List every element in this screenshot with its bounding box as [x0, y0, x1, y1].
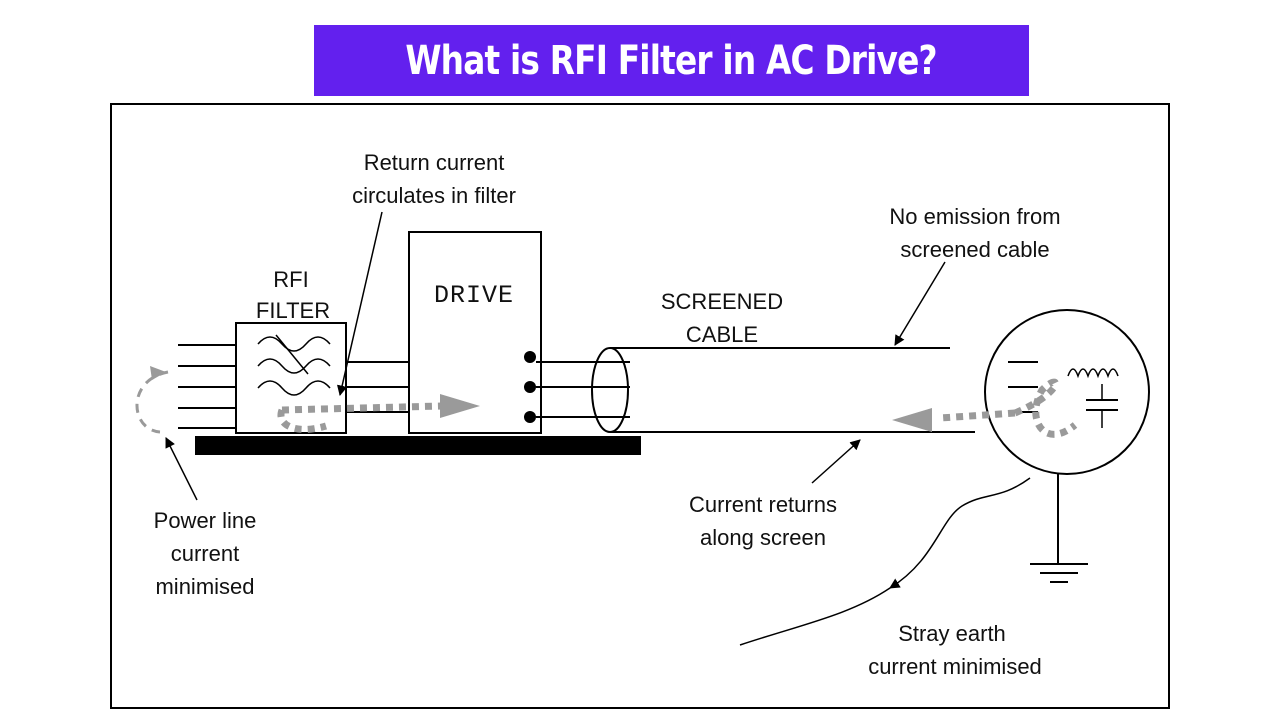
return-current-label-2: circulates in filter — [352, 183, 516, 208]
motor-current-loop — [1013, 378, 1078, 438]
screened-label: SCREENED — [661, 289, 783, 314]
leader-lines — [165, 211, 1031, 646]
page-title: What is RFI Filter in AC Drive? — [405, 37, 938, 84]
drive-terminal-2 — [524, 381, 536, 393]
current-returns-leader — [811, 439, 861, 484]
return-current-label-1: Return current — [364, 150, 505, 175]
screened-cable — [591, 347, 975, 433]
filter-wave-2 — [257, 358, 331, 374]
no-emission-label-1: No emission from — [889, 204, 1060, 229]
filter-return-loop — [277, 408, 328, 433]
drive-output-lines — [536, 361, 630, 418]
ground-plate — [195, 436, 641, 455]
no-emission-label-2: screened cable — [900, 237, 1049, 262]
rfi-label: RFI — [273, 267, 308, 292]
power-line-leader — [165, 437, 198, 501]
drive-terminal-3 — [524, 411, 536, 423]
filter-current-path — [281, 402, 443, 414]
power-input-lines — [178, 344, 236, 429]
rfi-filter-box — [235, 322, 347, 434]
filter-wave-3 — [257, 380, 331, 396]
current-returns-label-2: along screen — [700, 525, 826, 550]
motor — [984, 309, 1150, 475]
drive-terminal-1 — [524, 351, 536, 363]
filter-label: FILTER — [256, 298, 330, 323]
screen-current-arrow — [892, 408, 932, 432]
power-line-loop — [135, 370, 169, 434]
power-loop-arrowhead — [150, 366, 166, 380]
stray-earth-leader — [889, 477, 1031, 589]
drive-current-arrow — [440, 394, 480, 418]
power-line-label-1: Power line — [154, 508, 257, 533]
title-banner: What is RFI Filter in AC Drive? — [314, 25, 1029, 96]
no-emission-leader — [894, 261, 946, 346]
earth-ground-icon — [1030, 474, 1088, 583]
filter-wave-1 — [257, 336, 331, 352]
power-line-label-3: minimised — [155, 574, 254, 599]
stray-earth-label-1: Stray earth — [898, 621, 1006, 646]
power-line-label-2: current — [171, 541, 239, 566]
stray-earth-tail — [739, 587, 891, 646]
motor-coil-icon — [1067, 368, 1119, 379]
drive-box — [408, 231, 542, 434]
current-returns-label-1: Current returns — [689, 492, 837, 517]
filter-drive-lines — [346, 361, 409, 413]
stray-earth-label-2: current minimised — [868, 654, 1042, 679]
return-current-leader — [336, 211, 383, 397]
drive-label: DRIVE — [434, 281, 514, 310]
cable-label: CABLE — [686, 322, 758, 347]
